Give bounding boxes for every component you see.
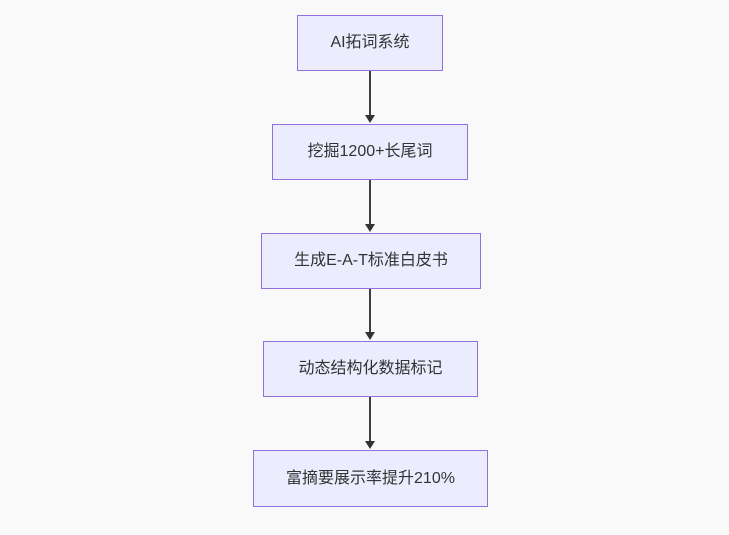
arrow-line <box>369 71 371 115</box>
node-label: 富摘要展示率提升210% <box>286 469 455 487</box>
node-label: 动态结构化数据标记 <box>298 360 443 378</box>
node-label: AI拓词系统 <box>330 34 410 52</box>
arrow-connector <box>365 71 375 123</box>
node-label: 挖掘1200+长尾词 <box>307 143 433 161</box>
flowchart-node-longtail-mining: 挖掘1200+长尾词 <box>272 124 468 180</box>
arrow-down-icon <box>365 115 375 123</box>
arrow-connector <box>365 180 375 232</box>
arrow-line <box>369 289 371 332</box>
flowchart-node-eat-whitepaper: 生成E-A-T标准白皮书 <box>261 233 481 289</box>
node-label: 生成E-A-T标准白皮书 <box>294 252 448 270</box>
flowchart-node-structured-data-markup: 动态结构化数据标记 <box>263 341 478 397</box>
arrow-down-icon <box>365 332 375 340</box>
arrow-line <box>369 180 371 224</box>
arrow-line <box>369 397 371 441</box>
flowchart-node-rich-snippet-result: 富摘要展示率提升210% <box>253 450 488 507</box>
flowchart-node-ai-keyword-system: AI拓词系统 <box>297 15 443 71</box>
arrow-down-icon <box>365 224 375 232</box>
arrow-connector <box>365 289 375 340</box>
arrow-connector <box>365 397 375 449</box>
arrow-down-icon <box>365 441 375 449</box>
